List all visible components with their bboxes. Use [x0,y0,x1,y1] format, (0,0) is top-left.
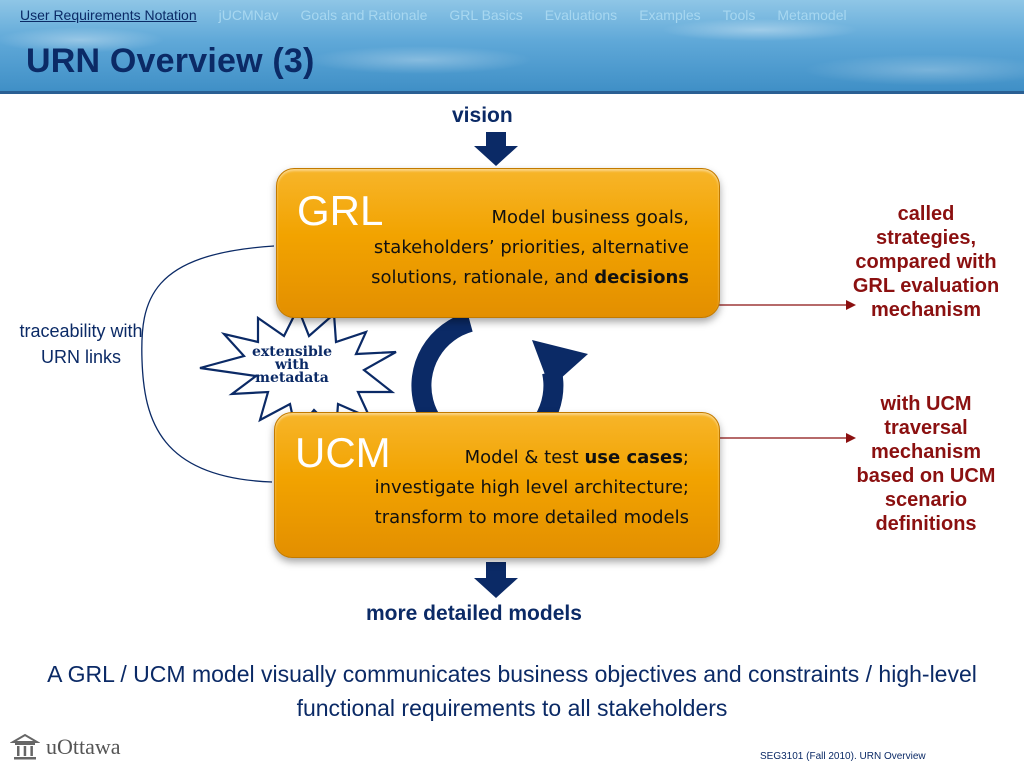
nav-item-grl-basics[interactable]: GRL Basics [449,7,523,23]
nav-item-examples[interactable]: Examples [639,7,701,23]
page-title: URN Overview (3) [26,42,315,80]
traceability-link-curve [141,245,275,483]
footer-note: SEG3101 (Fall 2010). URN Overview [760,751,926,762]
ucm-title: UCM [295,429,391,476]
ucm-desc-line2: investigate high level architecture; [374,477,689,498]
grl-description: Model business goals, stakeholders’ prio… [299,203,689,293]
top-nav: User Requirements Notation jUCMNav Goals… [20,7,847,27]
nav-item-user-requirements-notation[interactable]: User Requirements Notation [20,7,197,23]
ucm-desc-line3: transform to more detailed models [374,507,689,528]
metadata-starburst [199,305,397,435]
vision-arrow [474,132,518,166]
strategies-note: called strategies, compared with GRL eva… [852,203,1000,321]
ucm-traversal-note: with UCM traversal mechanism based on UC… [856,393,996,535]
grl-box: GRL Model business goals, stakeholders’ … [276,168,720,318]
ucm-desc-line1-text: Model & test [464,447,585,468]
starburst-label: extensible with metadata [238,344,346,386]
starburst-label-line2: with [274,357,309,373]
ucm-desc-line1-suffix: ; [682,447,689,468]
nav-item-jucmnav[interactable]: jUCMNav [218,7,279,23]
grl-title: GRL [297,187,384,234]
grl-desc-decisions: decisions [594,267,689,288]
footer-logo-text: uOttawa [46,734,121,759]
more-detailed-models-arrow [474,562,518,598]
ucm-desc-use-cases: use cases [584,447,683,468]
header-rule [0,91,1024,94]
grl-desc-line1: Model business goals, [491,207,689,228]
traceability-note: traceability with URN links [19,321,143,367]
footer-logo[interactable]: uOttawa [10,732,121,762]
ucm-box: UCM Model & test use cases; investigate … [274,412,720,558]
building-icon [10,733,40,760]
summary-text: A GRL / UCM model visually communicates … [47,661,977,721]
grl-connector-arrowhead [846,300,856,310]
starburst-label-line1: extensible [251,344,333,360]
grl-desc-line2: stakeholders’ priorities, alternative [373,237,689,258]
starburst-label-line3: metadata [255,370,329,386]
nav-item-goals-and-rationale[interactable]: Goals and Rationale [300,7,428,23]
ucm-desc-line1: Model & test use cases; [299,443,689,473]
nav-item-metamodel[interactable]: Metamodel [777,7,847,23]
nav-item-evaluations[interactable]: Evaluations [544,7,618,23]
nav-item-tools[interactable]: Tools [722,7,756,23]
ucm-description: Model & test use cases; investigate high… [299,443,689,533]
header-banner [0,0,1024,92]
grl-desc-line3: solutions, rationale, and decisions [299,263,689,293]
grl-desc-line3-text: solutions, rationale, and [371,267,595,288]
more-detailed-models-label: more detailed models [366,602,582,625]
ucm-connector-arrowhead [846,433,856,443]
vision-label: vision [452,104,513,127]
